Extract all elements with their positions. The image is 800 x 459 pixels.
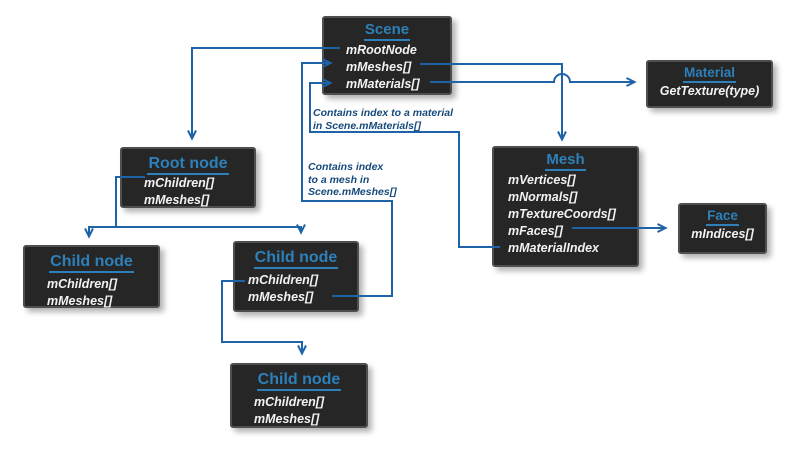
member-mmeshes: mMeshes[] [254,412,320,426]
box-title: Material [648,62,771,83]
member-mmeshes: mMeshes[] [144,193,210,207]
note-line: to a mesh in [308,173,370,186]
class-box-child-node-center: Child node mChildren[] mMeshes[] [233,241,359,312]
member-mmeshes: mMeshes[] [248,290,314,304]
box-title: Child node [25,247,158,273]
member-mnormals: mNormals[] [508,189,578,204]
member-mmeshes: mMeshes[] [47,294,113,308]
box-title: Child node [235,243,357,269]
member-mvertices: mVertices[] [508,172,576,187]
box-title: Scene [324,18,450,41]
note-line: Contains index [308,161,384,173]
note-mesh-index: Contains index to a mesh in Scene.mMeshe… [308,161,397,199]
member-mtexturecoords: mTextureCoords[] [508,206,616,221]
note-line: in Scene.mMaterials[] [313,119,421,132]
member-mmaterialindex: mMaterialIndex [508,240,600,255]
note-line: Scene.mMeshes[] [308,186,397,199]
arrow-rootnode-to-childnode-center [116,224,306,235]
member-mindices: mIndices[] [691,226,754,241]
member-mchildren: mChildren[] [144,176,215,190]
class-box-root-node: Root node mChildren[] mMeshes[] [120,147,256,208]
note-line: Contains index to a material [313,107,454,119]
member-list: mChildren[] mMeshes[] [235,268,357,306]
member-gettexture: GetTexture(type) [659,83,760,98]
box-title: Mesh [494,148,637,171]
class-box-material: Material GetTexture(type) [646,60,773,108]
arrow-rootnode-to-childnode-left [84,226,116,239]
note-material-index: Contains index to a material in Scene.mM… [313,107,453,132]
arrow-scene-materials-to-material [430,73,637,87]
member-list: mChildren[] mMeshes[] [25,272,158,310]
member-mchildren: mChildren[] [47,277,118,291]
member-mmaterials: mMaterials[] [346,76,420,91]
box-title: Face [680,205,765,226]
class-box-child-node-left: Child node mChildren[] mMeshes[] [23,245,160,308]
member-mfaces: mFaces[] [508,223,563,238]
class-box-mesh: Mesh mVertices[] mNormals[] mTextureCoor… [492,146,639,267]
box-title: Root node [122,149,254,175]
box-title: Child node [232,365,366,391]
member-mchildren: mChildren[] [248,273,319,287]
member-list: mVertices[] mNormals[] mTextureCoords[] … [494,170,637,257]
member-list: mChildren[] mMeshes[] [232,390,366,428]
member-mchildren: mChildren[] [254,395,325,409]
member-mmeshes: mMeshes[] [346,59,412,74]
member-mrootnode: mRootNode [346,42,417,57]
member-list: GetTexture(type) [648,82,771,100]
class-box-face: Face mIndices[] [678,203,767,254]
member-list: mIndices[] [680,225,765,243]
class-box-child-node-bottom: Child node mChildren[] mMeshes[] [230,363,368,428]
class-box-scene: Scene mRootNode mMeshes[] mMaterials[] [322,16,452,95]
member-list: mRootNode mMeshes[] mMaterials[] [324,40,450,93]
member-list: mChildren[] mMeshes[] [122,174,254,209]
